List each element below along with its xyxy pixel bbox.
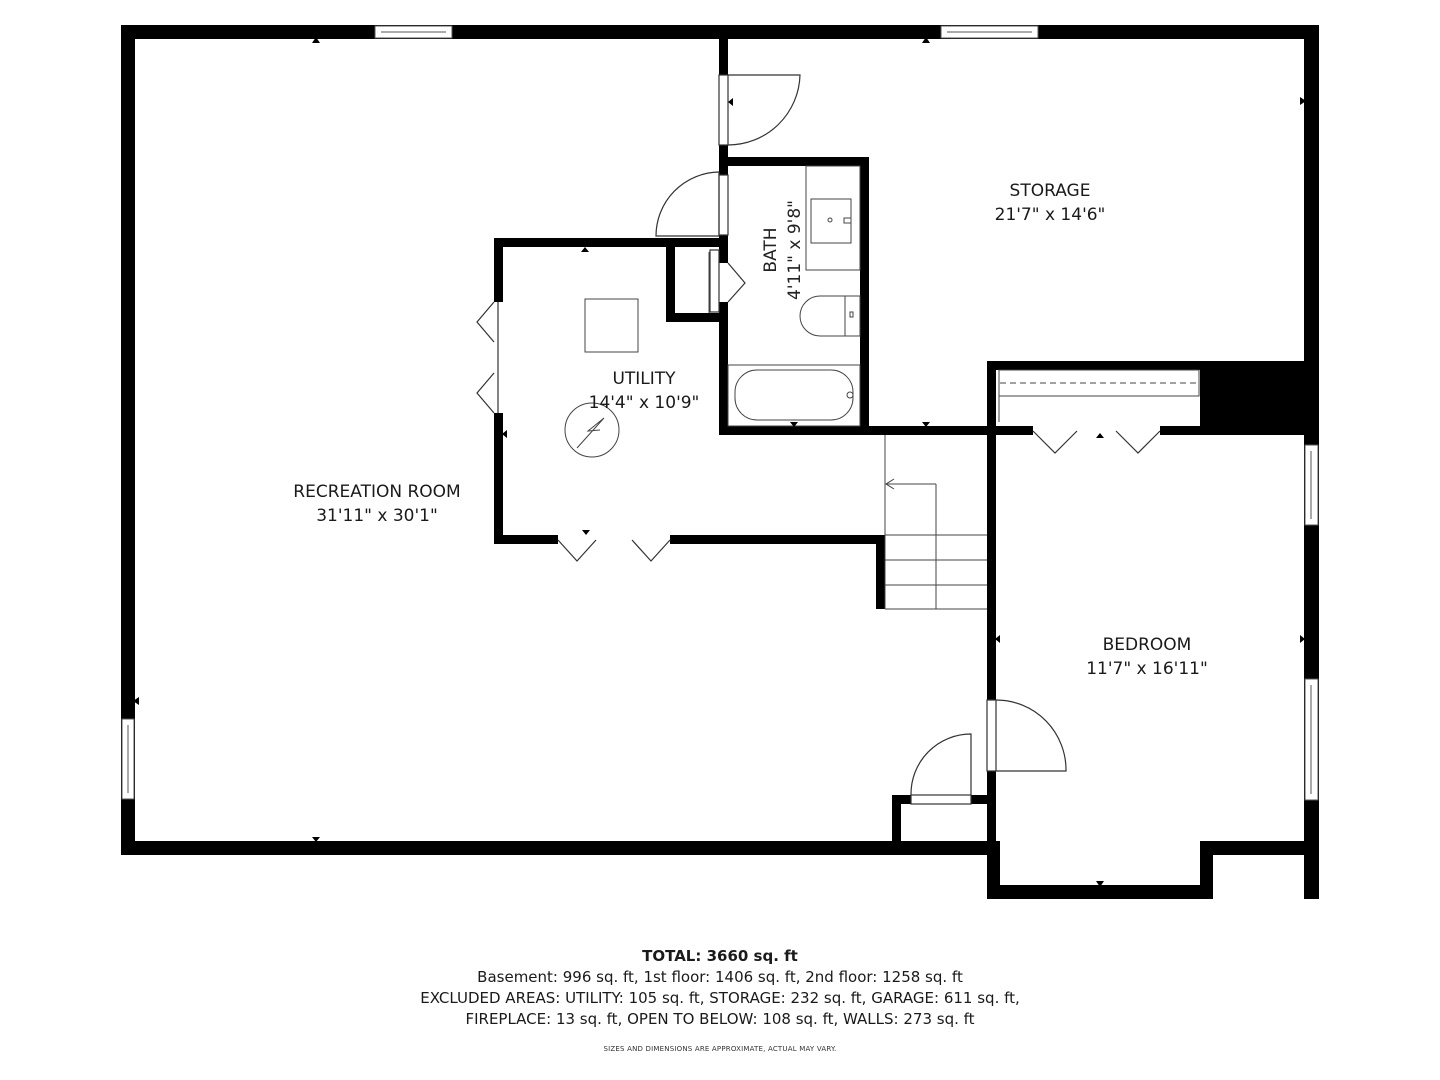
room-dimensions: 4'11" x 9'8" bbox=[785, 200, 805, 300]
room-label-bedroom: BEDROOM 11'7" x 16'11" bbox=[1086, 633, 1208, 681]
sink bbox=[810, 198, 852, 244]
stairs bbox=[884, 435, 987, 610]
room-label-recreation: RECREATION ROOM 31'11" x 30'1" bbox=[293, 480, 460, 528]
room-dimensions: 14'4" x 10'9" bbox=[588, 393, 700, 413]
room-dimensions: 11'7" x 16'11" bbox=[1086, 659, 1208, 679]
room-name: BATH bbox=[761, 227, 781, 273]
disclaimer: SIZES AND DIMENSIONS ARE APPROXIMATE, AC… bbox=[603, 1045, 837, 1053]
floor-areas: Basement: 996 sq. ft, 1st floor: 1406 sq… bbox=[477, 968, 963, 986]
excluded-areas-line-2: FIREPLACE: 13 sq. ft, OPEN TO BELOW: 108… bbox=[465, 1010, 975, 1028]
room-name: BEDROOM bbox=[1102, 635, 1192, 655]
markers bbox=[133, 37, 1306, 887]
room-name: STORAGE bbox=[1009, 181, 1091, 201]
room-dimensions: 31'11" x 30'1" bbox=[316, 506, 438, 526]
utility-appliance bbox=[584, 298, 639, 353]
total-area: TOTAL: 3660 sq. ft bbox=[642, 947, 798, 965]
area-summary: TOTAL: 3660 sq. ft Basement: 996 sq. ft,… bbox=[0, 946, 1440, 1054]
fixtures bbox=[564, 165, 1200, 610]
water-heater bbox=[564, 402, 620, 458]
excluded-areas-line-1: EXCLUDED AREAS: UTILITY: 105 sq. ft, STO… bbox=[420, 989, 1020, 1007]
room-dimensions: 21'7" x 14'6" bbox=[994, 205, 1106, 225]
room-name: RECREATION ROOM bbox=[293, 482, 461, 502]
windows bbox=[121, 25, 1319, 801]
room-label-storage: STORAGE 21'7" x 14'6" bbox=[995, 179, 1106, 227]
bathtub bbox=[734, 369, 854, 421]
room-label-utility: UTILITY 14'4" x 10'9" bbox=[589, 367, 700, 415]
room-label-bath: BATH 4'11" x 9'8" bbox=[759, 200, 807, 300]
doors bbox=[476, 74, 1161, 805]
room-name: UTILITY bbox=[612, 369, 676, 389]
vanity bbox=[805, 165, 861, 271]
toilet bbox=[799, 295, 845, 337]
walls bbox=[121, 25, 1319, 899]
floor-plan bbox=[121, 25, 1319, 899]
